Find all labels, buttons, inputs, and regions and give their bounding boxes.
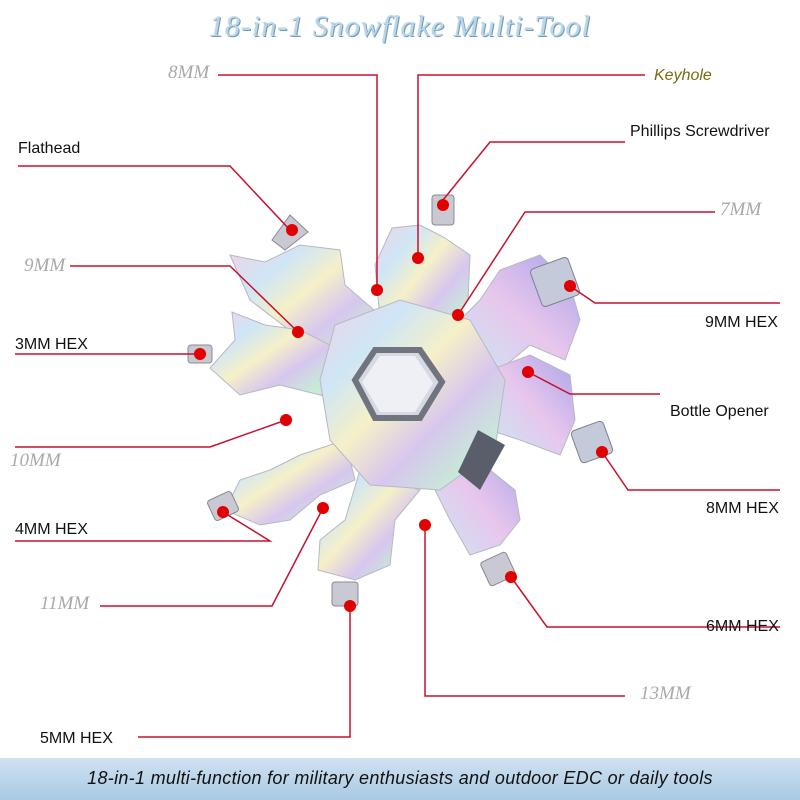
arm-bottom [317, 469, 421, 581]
marker-11mm [317, 502, 329, 514]
marker-7mm [452, 309, 464, 321]
label-9mm-hex: 9MM HEX [705, 314, 778, 331]
label-8mm: 8MM [168, 62, 210, 83]
marker-9mm [292, 326, 304, 338]
marker-8mm [371, 284, 383, 296]
snowflake-tool [187, 194, 614, 607]
marker-4mm-hex [217, 506, 229, 518]
arm-left [209, 311, 341, 401]
marker-6mm-hex [505, 571, 517, 583]
label-6mm-hex: 6MM HEX [706, 618, 779, 635]
marker-8mm-hex [596, 446, 608, 458]
label-11mm: 11MM [40, 593, 90, 614]
leader-5mm-hex [138, 606, 351, 738]
leader-9mm [70, 265, 299, 333]
marker-flathead [286, 224, 298, 236]
label-keyhole: Keyhole [654, 67, 712, 84]
leader-7mm [457, 211, 715, 316]
hex9-bit [529, 256, 581, 308]
footer-caption: 18-in-1 multi-function for military enth… [87, 768, 713, 788]
label-8mm-hex: 8MM HEX [706, 500, 779, 517]
footer-bar [0, 758, 800, 800]
label-phillips-screwdriver: Phillips Screwdriver [630, 123, 770, 140]
marker-10mm [280, 414, 292, 426]
leader-lines [15, 74, 780, 738]
label-10mm: 10MM [10, 450, 61, 471]
leader-9mm-hex [569, 285, 780, 304]
marker-keyhole [412, 252, 424, 264]
leader-11mm [100, 507, 324, 607]
label-9mm: 9MM [24, 255, 66, 276]
leader-phillips [442, 141, 625, 201]
label-3mm-hex: 3MM HEX [15, 336, 88, 353]
arm-bottom-left [224, 439, 356, 526]
hex8-bit [570, 420, 614, 464]
label-5mm-hex: 5MM HEX [40, 730, 113, 747]
marker-5mm-hex [344, 600, 356, 612]
leader-8mm [218, 74, 378, 290]
leader-flathead [18, 165, 291, 231]
leader-keyhole [417, 74, 645, 258]
label-7mm: 7MM [720, 199, 762, 220]
bottle-slot [458, 430, 505, 490]
marker-13mm [419, 519, 431, 531]
point-markers [194, 199, 608, 612]
leader-4mm-hex [15, 511, 273, 542]
marker-3mm-hex [194, 348, 206, 360]
label-13mm: 13MM [640, 683, 691, 704]
leader-6mm-hex [510, 576, 780, 628]
label-flathead: Flathead [18, 140, 81, 157]
marker-phillips [437, 199, 449, 211]
leader-bottle-opener [527, 371, 660, 395]
marker-bottle-opener [522, 366, 534, 378]
leader-8mm-hex [601, 451, 780, 491]
diagram-title: 18-in-1 Snowflake Multi-Tool [209, 10, 591, 43]
label-bottle-opener: Bottle Opener [670, 403, 769, 420]
label-4mm-hex: 4MM HEX [15, 521, 88, 538]
marker-9mm-hex [564, 280, 576, 292]
leader-13mm [424, 525, 625, 697]
leader-10mm [15, 419, 287, 448]
